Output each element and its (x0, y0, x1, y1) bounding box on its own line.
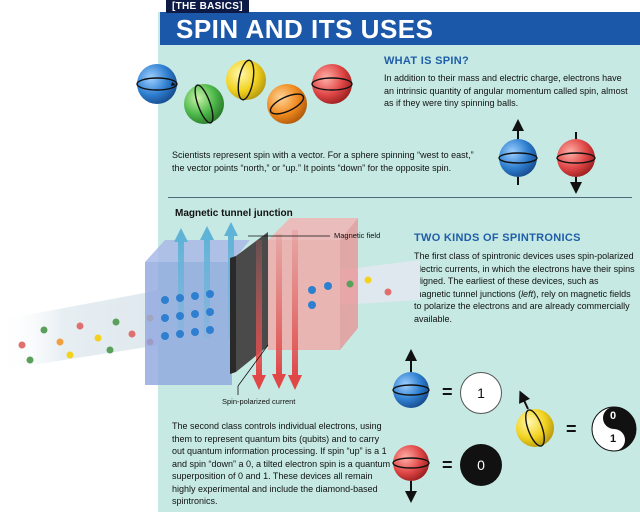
yellow-spin-ball (226, 59, 266, 101)
equals-sign-super: = (566, 419, 577, 439)
spin-polarized-current-label: Spin-polarized current (222, 397, 296, 406)
red-spin-ball (311, 64, 353, 104)
vector-text: Scientists represent spin with a vector.… (172, 150, 474, 173)
orange-spin-ball (267, 84, 307, 124)
two-kinds-text: The first class of spintronic devices us… (414, 250, 636, 325)
magnetic-field-label: Magnetic field (334, 231, 381, 240)
two-kinds-heading: TWO KINDS OF SPINTRONICS (414, 232, 581, 244)
spin-balls-group (136, 59, 353, 124)
superposition-one-label: 1 (610, 433, 617, 445)
blue-spin-ball (136, 64, 178, 104)
equals-sign-zero: = (442, 455, 453, 475)
qubit-tilted-sphere (516, 390, 554, 447)
green-spin-ball (184, 84, 224, 124)
aligned-electrons (161, 276, 392, 340)
page-title: SPIN AND ITS USES (176, 14, 434, 44)
what-is-spin-text: In addition to their mass and electric c… (384, 73, 628, 108)
qubit-up-sphere (392, 349, 430, 408)
section-divider (168, 197, 632, 198)
callout-lines (237, 235, 330, 395)
field-down-arrows (252, 230, 302, 390)
what-is-spin-heading: WHAT IS SPIN? (384, 55, 469, 67)
equals-sign-one: = (442, 382, 453, 402)
beam-electrons (18, 314, 154, 364)
qubit-down-sphere (392, 445, 430, 503)
title-bar (160, 12, 640, 45)
two-kinds-text-b: ), rely on magnetic fields to polarize t… (414, 288, 631, 324)
spin-up-sphere (498, 119, 538, 185)
superposition-disk (591, 406, 637, 452)
superposition-zero-label: 0 (610, 410, 617, 422)
section-tag: [THE BASICS] (166, 0, 249, 13)
qubit-zero-disk: 0 (460, 444, 502, 486)
two-kinds-text-em: left (521, 288, 534, 299)
mtj-heading: Magnetic tunnel junction (175, 208, 293, 219)
qubit-one-disk: 1 (460, 372, 502, 414)
two-kinds-text-a: The first class of spintronic devices us… (414, 251, 635, 299)
second-class-text: The second class controls individual ele… (172, 421, 391, 506)
field-up-arrows (174, 222, 238, 339)
spin-down-sphere (556, 132, 596, 194)
electron-beam (0, 260, 420, 370)
